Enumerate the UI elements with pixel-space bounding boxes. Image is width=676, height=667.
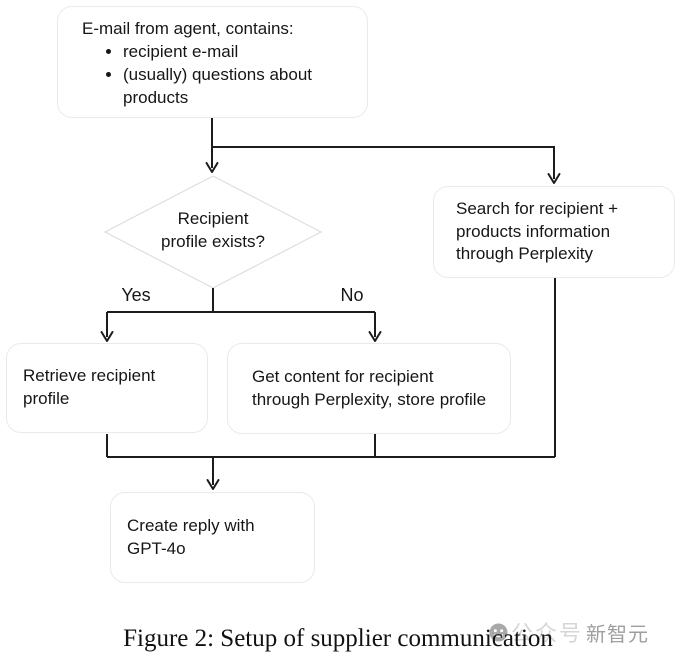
watermark: 公众号 新智元: [489, 619, 650, 646]
node-email-bullet-list: recipient e-mail (usually) questions abo…: [82, 41, 357, 110]
node-email-bullet: (usually) questions about products: [123, 64, 357, 110]
node-email-from-agent: E-mail from agent, contains: recipient e…: [57, 6, 368, 118]
node-decision-profile-exists: Recipient profile exists?: [161, 209, 265, 251]
node-getcontent-label: Get content for recipient through Perple…: [252, 366, 487, 409]
node-create-label: Create reply with GPT-4o: [127, 515, 255, 558]
node-email-title: E-mail from agent, contains:: [82, 19, 294, 38]
node-create-reply-gpt4o: Create reply with GPT-4o: [110, 492, 315, 583]
watermark-brand-label: 新智元: [586, 623, 650, 646]
node-email-bullet: recipient e-mail: [123, 41, 357, 64]
node-get-content-store-profile: Get content for recipient through Perple…: [227, 343, 511, 434]
watermark-source-label: 公众号: [511, 621, 584, 646]
branch-label-no: No: [340, 285, 364, 305]
node-retrieve-label: Retrieve recipient profile: [23, 366, 156, 408]
node-retrieve-profile: Retrieve recipient profile: [6, 343, 208, 433]
figure-caption: Figure 2: Setup of supplier communicatio…: [123, 625, 553, 652]
xinzhiyuan-logo-icon: [489, 623, 508, 641]
node-search-perplexity: Search for recipient + products informat…: [433, 186, 675, 278]
node-search-label: Search for recipient + products informat…: [456, 198, 619, 264]
branch-label-yes: Yes: [121, 285, 151, 305]
